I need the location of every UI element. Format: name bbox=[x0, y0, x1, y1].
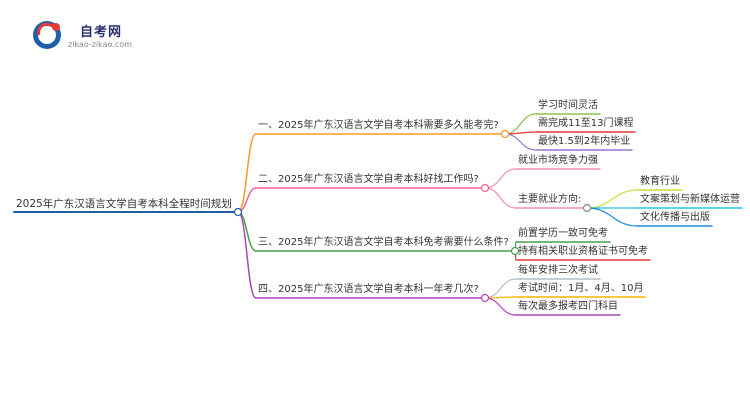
branch-exams-per-year[interactable]: 四、2025年广东汉语言文学自考本科一年考几次? bbox=[258, 284, 479, 295]
leaf-education-industry[interactable]: 教育行业 bbox=[640, 176, 680, 187]
leaf-flexible-study-time[interactable]: 学习时间灵活 bbox=[538, 100, 598, 111]
expand-knot bbox=[480, 183, 490, 193]
root-topic[interactable]: 2025年广东汉语言文学自考本科全程时间规划 bbox=[16, 198, 232, 210]
branch-exemption-conditions[interactable]: 三、2025年广东汉语言文学自考本科免考需要什么条件? bbox=[258, 237, 509, 248]
node-career-directions[interactable]: 主要就业方向: bbox=[518, 194, 582, 205]
logo-domain-text: zikao-zikao.com bbox=[68, 40, 132, 49]
leaf-max-four-subjects[interactable]: 每次最多报考四门科目 bbox=[518, 301, 618, 312]
leaf-culture-publishing[interactable]: 文化传播与出版 bbox=[640, 212, 710, 223]
leaf-course-count[interactable]: 需完成11至13门课程 bbox=[538, 118, 634, 129]
leaf-link bbox=[504, 113, 537, 135]
leaf-link bbox=[586, 207, 639, 227]
leaf-fastest-graduation[interactable]: 最快1.5到2年内毕业 bbox=[538, 136, 631, 147]
branch-exam-duration[interactable]: 一、2025年广东汉语言文学自考本科需要多久能考完? bbox=[258, 120, 499, 131]
logo-mark-icon bbox=[33, 21, 61, 49]
leaf-certificate-exemption[interactable]: 持有相关职业资格证书可免考 bbox=[518, 246, 648, 257]
leaf-link bbox=[484, 278, 517, 299]
branch-link bbox=[237, 211, 257, 252]
leaf-link bbox=[484, 168, 517, 189]
leaf-three-exams-yearly[interactable]: 每年安排三次考试 bbox=[518, 265, 598, 276]
expand-knot bbox=[582, 203, 592, 213]
expand-knot bbox=[480, 293, 490, 303]
leaf-link bbox=[586, 189, 639, 209]
expand-knot bbox=[500, 129, 510, 139]
leaf-link bbox=[484, 297, 517, 316]
site-logo[interactable]: 自考网 zikao-zikao.com bbox=[30, 18, 140, 52]
leaf-copywriting-new-media[interactable]: 文案策划与新媒体运营 bbox=[640, 194, 740, 205]
branch-employment[interactable]: 二、2025年广东汉语言文学自考本科好找工作吗? bbox=[258, 174, 479, 185]
leaf-market-competitiveness[interactable]: 就业市场竞争力强 bbox=[518, 155, 598, 166]
leaf-link bbox=[484, 187, 517, 209]
logo-brand-text: 自考网 bbox=[80, 25, 123, 40]
leaf-link bbox=[504, 133, 537, 151]
leaf-prior-education-exemption[interactable]: 前置学历一致可免考 bbox=[518, 228, 608, 239]
root-knot bbox=[233, 207, 243, 217]
branch-link bbox=[237, 211, 257, 299]
leaf-exam-months[interactable]: 考试时间：1月、4月、10月 bbox=[518, 283, 644, 294]
expand-knot bbox=[510, 246, 520, 256]
